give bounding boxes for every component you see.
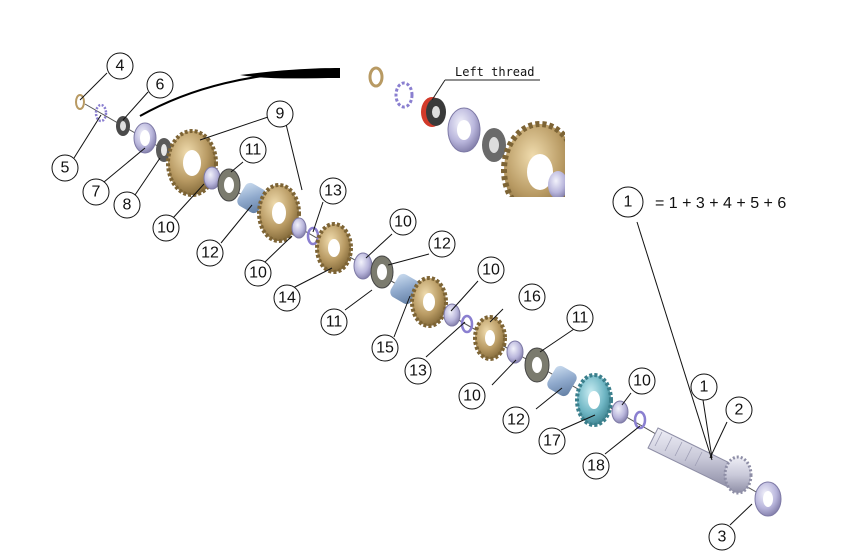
inset-gear <box>501 121 565 197</box>
callout-10: 10 <box>628 367 656 395</box>
callout-12: 12 <box>428 230 456 258</box>
svg-text:10: 10 <box>633 373 651 390</box>
nut-hole <box>120 121 126 131</box>
svg-text:11: 11 <box>572 310 589 327</box>
callout-9: 9 <box>266 100 294 128</box>
callout-1: 1 <box>690 373 718 401</box>
leader-lines <box>73 72 753 526</box>
svg-text:12: 12 <box>433 236 451 253</box>
bearing-small-part <box>506 340 524 364</box>
bearing-small-part <box>291 217 307 239</box>
callout-12: 12 <box>196 239 224 267</box>
svg-text:2: 2 <box>735 402 744 419</box>
callout-15: 15 <box>371 334 399 362</box>
gear-14 <box>315 222 353 274</box>
legend-callout <box>612 186 644 218</box>
circlip-part <box>633 410 647 430</box>
callout-11: 11 <box>566 304 594 332</box>
gear-16 <box>473 315 507 361</box>
circlip-part <box>94 103 108 123</box>
washer-hole <box>161 144 167 156</box>
svg-text:11: 11 <box>326 314 343 331</box>
callout-13: 13 <box>404 357 432 385</box>
inset-pointer-wedge <box>240 68 340 79</box>
bearing-small-part <box>443 303 461 327</box>
svg-text:6: 6 <box>156 77 165 94</box>
svg-text:10: 10 <box>482 262 500 279</box>
bearing-bore <box>140 130 150 146</box>
gear-large-2 <box>257 183 301 243</box>
svg-text:12: 12 <box>507 412 525 429</box>
thrust-washer-1 <box>217 168 241 202</box>
svg-text:18: 18 <box>587 458 605 475</box>
callout-17: 17 <box>538 427 566 455</box>
callout-10: 10 <box>458 382 486 410</box>
callout-11: 11 <box>320 308 348 336</box>
gear-15 <box>410 276 448 328</box>
callout-10: 10 <box>477 256 505 284</box>
callout-8: 8 <box>113 191 141 219</box>
svg-text:3: 3 <box>718 529 727 546</box>
svg-text:10: 10 <box>157 220 175 237</box>
svg-text:11: 11 <box>245 142 262 159</box>
callout-6: 6 <box>146 71 174 99</box>
svg-text:10: 10 <box>394 214 412 231</box>
assembly-legend: 1 = 1 + 3 + 4 + 5 + 6 <box>612 186 786 218</box>
inset-nut-hole <box>432 106 440 118</box>
circlip-part <box>460 314 474 334</box>
callout-4: 4 <box>106 52 134 80</box>
svg-text:5: 5 <box>61 160 70 177</box>
bush-part-1 <box>237 182 267 214</box>
callout-7: 7 <box>82 178 110 206</box>
svg-text:10: 10 <box>463 388 481 405</box>
bush-part-2 <box>390 273 420 305</box>
inset-detail: Left thread <box>368 65 565 197</box>
inset-washer-hole <box>489 137 499 153</box>
inset-bearing-bore <box>457 120 471 140</box>
svg-text:17: 17 <box>543 433 561 450</box>
legend-id: 1 <box>624 194 633 211</box>
inset-thin-ring <box>368 66 384 88</box>
svg-text:12: 12 <box>201 245 219 262</box>
callout-14: 14 <box>273 284 301 312</box>
gear-17 <box>575 373 613 427</box>
svg-text:1: 1 <box>700 379 709 396</box>
callout-13: 13 <box>319 177 347 205</box>
thrust-washer-2 <box>370 255 394 289</box>
svg-text:7: 7 <box>92 184 101 201</box>
inset-circlip <box>394 81 414 109</box>
bearing-small-part <box>611 400 629 424</box>
callout-10: 10 <box>389 208 417 236</box>
end-bearing-part <box>754 481 782 517</box>
svg-text:15: 15 <box>376 340 394 357</box>
svg-text:14: 14 <box>278 290 296 307</box>
callout-12: 12 <box>502 406 530 434</box>
svg-text:13: 13 <box>409 363 427 380</box>
callout-3: 3 <box>708 523 736 551</box>
callout-18: 18 <box>582 452 610 480</box>
svg-text:13: 13 <box>324 183 342 200</box>
callout-10: 10 <box>152 214 180 242</box>
callout-10: 10 <box>244 259 272 287</box>
callout-16: 16 <box>518 283 546 311</box>
svg-text:16: 16 <box>523 289 541 306</box>
thrust-washer-3 <box>524 347 550 383</box>
svg-text:8: 8 <box>123 197 132 214</box>
svg-text:4: 4 <box>116 58 125 75</box>
callout-2: 2 <box>725 396 753 424</box>
svg-text:9: 9 <box>276 106 285 123</box>
callout-5: 5 <box>51 154 79 182</box>
left-thread-leader <box>431 79 446 101</box>
thin-ring-part <box>75 94 85 110</box>
svg-text:10: 10 <box>249 265 267 282</box>
legend-formula: = 1 + 3 + 4 + 5 + 6 <box>655 195 786 212</box>
bush-part-3 <box>547 365 577 397</box>
main-shaft <box>647 427 753 495</box>
callout-11: 11 <box>239 136 267 164</box>
left-thread-label: Left thread <box>455 65 534 79</box>
bearing-small-part <box>353 252 373 280</box>
